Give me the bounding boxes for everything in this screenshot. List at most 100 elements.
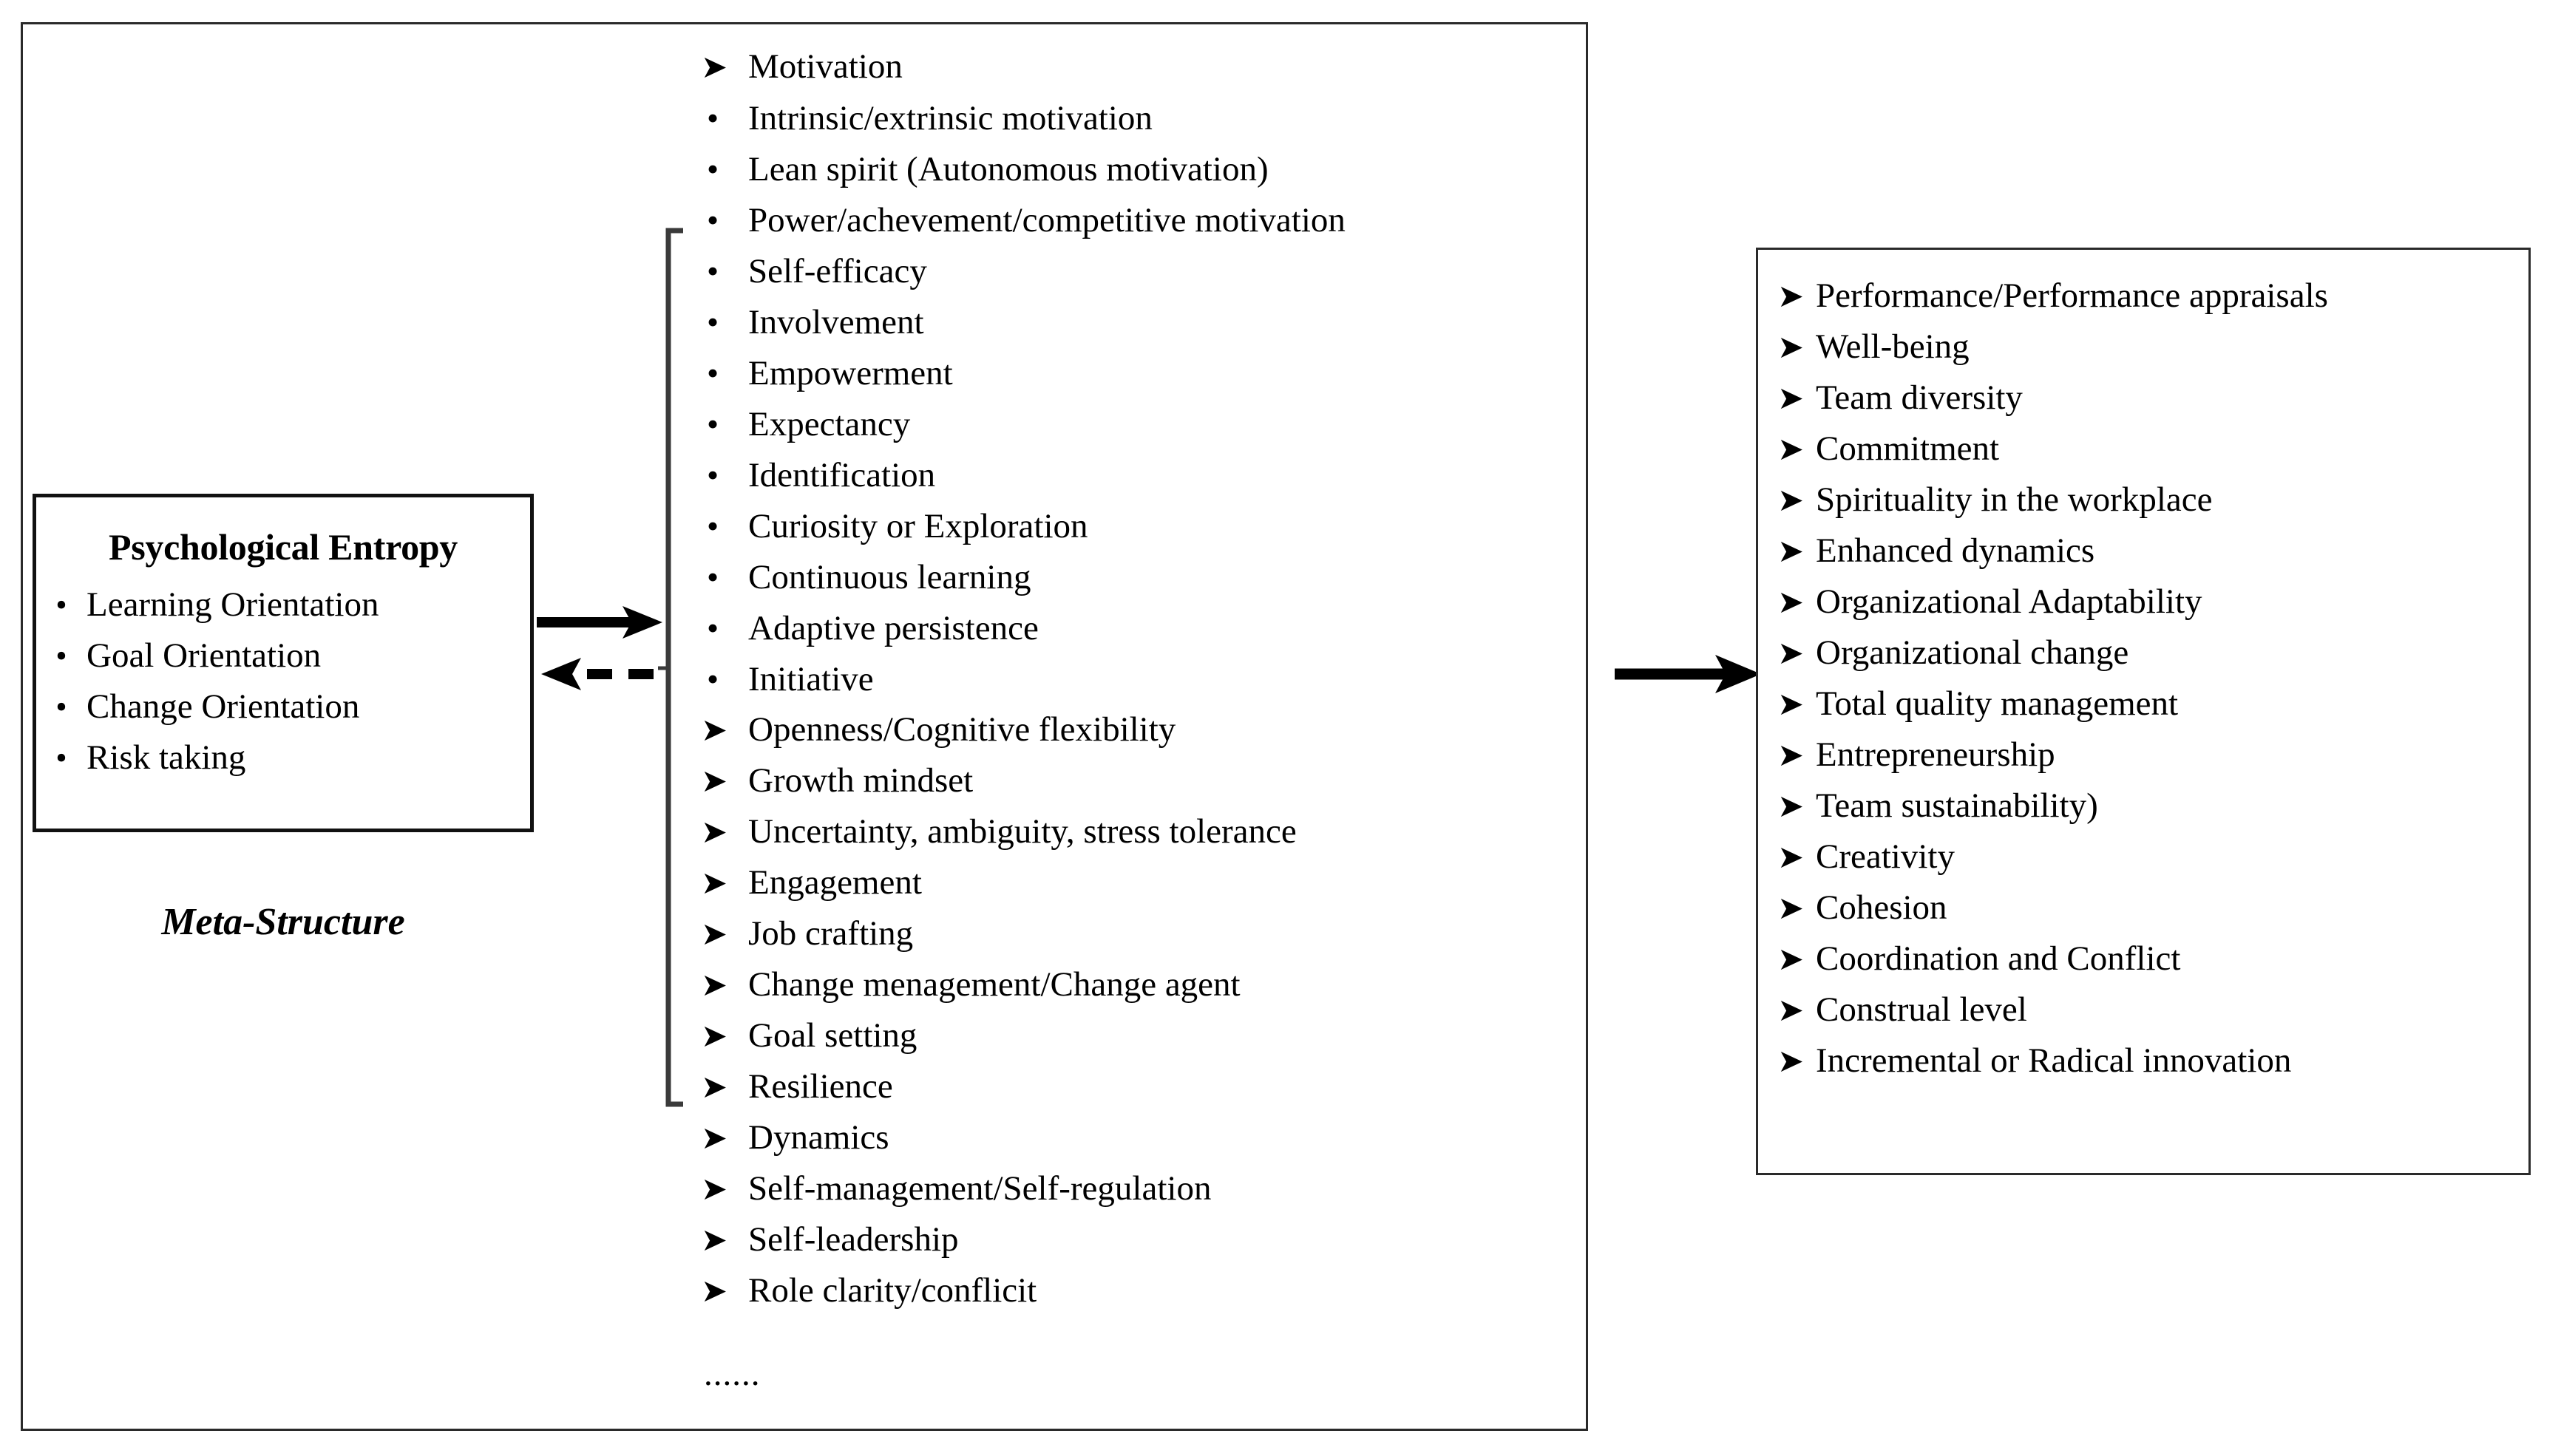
list-item-label: Motivation — [748, 47, 903, 86]
list-item-label: Self-leadership — [748, 1220, 959, 1259]
list-item: ➤ Engagement — [695, 857, 1553, 908]
list-item-label: Entrepreneurship — [1816, 735, 2055, 774]
psychological-entropy-list: • Learning Orientation • Goal Orientatio… — [36, 588, 530, 775]
list-item-label: Cohesion — [1816, 888, 1947, 927]
list-item: • Intrinsic/extrinsic motivation — [695, 92, 1553, 143]
arrow-bullet-icon: ➤ — [1777, 993, 1805, 1028]
list-item: ➤Job crafting — [695, 908, 1553, 959]
list-item: ➤ Well-being — [1758, 322, 2528, 372]
list-item: • Curiosity or Exploration — [695, 500, 1553, 551]
list-item-label: Adaptive persistence — [748, 609, 1039, 647]
list-item: • Risk taking — [36, 741, 530, 775]
bullet-dot-icon: • — [55, 740, 67, 776]
list-item: ➤Change menagement/Change agent — [695, 959, 1553, 1010]
arrow-bullet-icon: ➤ — [1777, 840, 1805, 875]
bullet-dot-icon: • — [707, 456, 719, 494]
list-item-label: Empowerment — [748, 354, 953, 392]
bullet-dot-icon: • — [707, 660, 719, 698]
bullet-dot-icon: • — [707, 558, 719, 596]
arrow-bullet-icon: ➤ — [701, 917, 728, 952]
psychological-entropy-box: Psychological Entropy • Learning Orienta… — [33, 494, 534, 832]
list-item: ➤Performance/Performance appraisals — [1758, 271, 2528, 322]
list-item-label: Engagement — [748, 863, 922, 902]
list-item: ➤ Role clarity/conflicit — [695, 1265, 1553, 1316]
list-item-label: Intrinsic/extrinsic motivation — [748, 99, 1153, 137]
list-item-label: Organizational change — [1816, 633, 2129, 672]
list-item-label: Curiosity or Exploration — [748, 507, 1088, 545]
psychological-factors-list: ➤ Motivation • Intrinsic/extrinsic motivat… — [695, 41, 1553, 1316]
list-item: ➤ Team sustainability) — [1758, 780, 2528, 831]
list-item: • Goal Orientation — [36, 639, 530, 673]
list-item: ➤ Entrepreneurship — [1758, 729, 2528, 780]
list-item: ➤Uncertainty, ambiguity, stress toleranc… — [695, 806, 1553, 857]
list-item: • Power/achevement/competitive motivation — [695, 194, 1553, 245]
list-item-label: Self-efficacy — [748, 252, 927, 290]
arrow-bullet-icon: ➤ — [1777, 891, 1805, 926]
list-item-label: Openness/Cognitive flexibility — [748, 710, 1176, 749]
list-item-label: Enhanced dynamics — [1816, 531, 2095, 570]
list-item-label: Role clarity/conflicit — [748, 1271, 1037, 1310]
list-item: •Expectancy — [695, 398, 1553, 449]
list-item-label: Identification — [748, 456, 936, 494]
organizational-outcomes-list: ➤Performance/Performance appraisals ➤Wel… — [1758, 250, 2528, 1086]
list-item-label: Change Orientation — [87, 687, 360, 726]
list-item-label: Goal Orientation — [87, 636, 322, 675]
list-item: ➤ Coordination and Conflict — [1758, 933, 2528, 984]
list-item: ➤ Self-management/Self-regulation — [695, 1163, 1553, 1214]
list-item: ➤ Enhanced dynamics — [1758, 525, 2528, 576]
arrow-bullet-icon: ➤ — [1777, 330, 1805, 365]
arrow-bullet-icon: ➤ — [701, 866, 728, 901]
psychological-entropy-title: Psychological Entropy — [109, 526, 458, 568]
list-item: ➤Self-leadership — [695, 1214, 1553, 1265]
list-item-label: Performance/Performance appraisals — [1816, 276, 2328, 315]
organizational-outcomes-box: ➤Performance/Performance appraisals ➤Wel… — [1756, 248, 2531, 1175]
bullet-dot-icon: • — [707, 150, 719, 188]
bullet-dot-icon: • — [707, 303, 719, 341]
bullet-dot-icon: • — [707, 99, 719, 137]
arrow-bullet-icon: ➤ — [1777, 942, 1805, 977]
list-item: • Initiative — [695, 653, 1553, 704]
list-item-label: Goal setting — [748, 1016, 917, 1055]
list-item: ➤ Organizational change — [1758, 627, 2528, 678]
list-item-label: Initiative — [748, 660, 874, 698]
list-item: ➤Team diversity — [1758, 372, 2528, 423]
list-item-label: Incremental or Radical innovation — [1816, 1041, 2292, 1080]
bullet-dot-icon: • — [55, 638, 67, 674]
list-item: ➤Goal setting — [695, 1010, 1553, 1061]
list-item: ➤Dynamics — [695, 1112, 1553, 1163]
list-item-label: Organizational Adaptability — [1816, 582, 2202, 621]
arrow-bullet-icon: ➤ — [1777, 585, 1805, 620]
meta-structure-caption: Meta-Structure — [161, 901, 405, 943]
arrow-bullet-icon: ➤ — [1777, 534, 1805, 569]
list-item: ➤ Cohesion — [1758, 882, 2528, 933]
arrow-bullet-icon: ➤ — [1777, 432, 1805, 467]
list-item: ➤ Creativity — [1758, 831, 2528, 882]
list-item-label: Creativity — [1816, 837, 1955, 876]
list-item-label: Expectancy — [748, 405, 911, 443]
list-item-label: Total quality management — [1816, 684, 2179, 723]
list-item-label: Well-being — [1816, 327, 1970, 366]
arrow-bullet-icon: ➤ — [1777, 789, 1805, 824]
list-item-label: Team sustainability) — [1816, 786, 2098, 825]
bullet-dot-icon: • — [707, 201, 719, 239]
list-item-label: Risk taking — [87, 738, 246, 777]
arrow-bullet-icon: ➤ — [701, 1172, 728, 1207]
list-item-label: Lean spirit (Autonomous motivation) — [748, 150, 1269, 188]
arrow-bullet-icon: ➤ — [701, 1274, 728, 1309]
bullet-dot-icon: • — [707, 507, 719, 545]
list-item-label: Commitment — [1816, 429, 2000, 468]
bullet-dot-icon: • — [707, 354, 719, 392]
list-item-label: Power/achevement/competitive motivation — [748, 201, 1346, 239]
list-item-label: Coordination and Conflict — [1816, 939, 2181, 978]
arrow-bullet-icon: ➤ — [1777, 687, 1805, 722]
list-item: ➤Openness/Cognitive flexibility — [695, 704, 1553, 755]
arrow-bullet-icon: ➤ — [701, 968, 728, 1003]
bullet-dot-icon: • — [707, 609, 719, 647]
list-item: ➤ Organizational Adaptability — [1758, 576, 2528, 627]
list-item: • Change Orientation — [36, 690, 530, 724]
list-item-label: Spirituality in the workplace — [1816, 480, 2213, 519]
arrow-bullet-icon: ➤ — [1777, 636, 1805, 671]
list-item-label: Self-management/Self-regulation — [748, 1169, 1212, 1208]
arrow-bullet-icon: ➤ — [1777, 738, 1805, 773]
arrow-bullet-icon: ➤ — [1777, 381, 1805, 416]
